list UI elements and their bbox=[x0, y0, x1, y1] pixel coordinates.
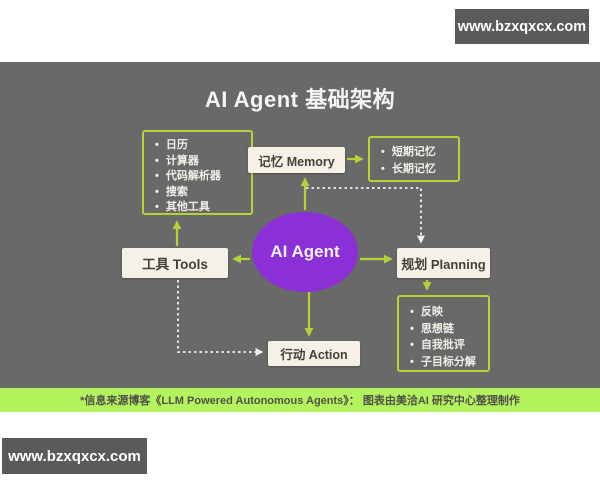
list-item: 子目标分解 bbox=[410, 354, 488, 371]
agent-node: AI Agent bbox=[252, 212, 358, 292]
list-item: 长期记忆 bbox=[381, 161, 458, 178]
memory-list-box: 短期记忆 长期记忆 bbox=[368, 136, 460, 182]
list-item: 思想链 bbox=[410, 321, 488, 338]
diagram-title: AI Agent 基础架构 bbox=[204, 87, 396, 112]
list-item: 其他工具 bbox=[155, 200, 251, 216]
footer-note: *信息来源博客《LLM Powered Autonomous Agents》： … bbox=[80, 395, 520, 407]
action-node: 行动 Action bbox=[268, 341, 360, 366]
planning-list-box: 反映 思想链 自我批评 子目标分解 bbox=[397, 295, 490, 372]
list-item: 自我批评 bbox=[410, 337, 488, 354]
watermark-bottom-badge: www.bzxqxcx.com bbox=[2, 438, 147, 474]
planning-node: 规划 Planning bbox=[397, 248, 490, 278]
tools-list-box: 日历 计算器 代码解析器 搜索 其他工具 bbox=[142, 130, 253, 215]
watermark-bottom-text: www.bzxqxcx.com bbox=[8, 447, 141, 465]
tools-node: 工具 Tools bbox=[122, 248, 228, 278]
list-item: 短期记忆 bbox=[381, 144, 458, 161]
memory-node: 记忆 Memory bbox=[248, 147, 345, 173]
watermark-top-text: www.bzxqxcx.com bbox=[457, 18, 587, 35]
list-item: 反映 bbox=[410, 304, 488, 321]
list-item: 搜索 bbox=[155, 185, 251, 201]
footer-bar: *信息来源博客《LLM Powered Autonomous Agents》： … bbox=[0, 388, 600, 412]
list-item: 日历 bbox=[155, 138, 251, 154]
list-item: 计算器 bbox=[155, 154, 251, 170]
list-item: 代码解析器 bbox=[155, 169, 251, 185]
watermark-top-badge: www.bzxqxcx.com bbox=[455, 9, 589, 44]
